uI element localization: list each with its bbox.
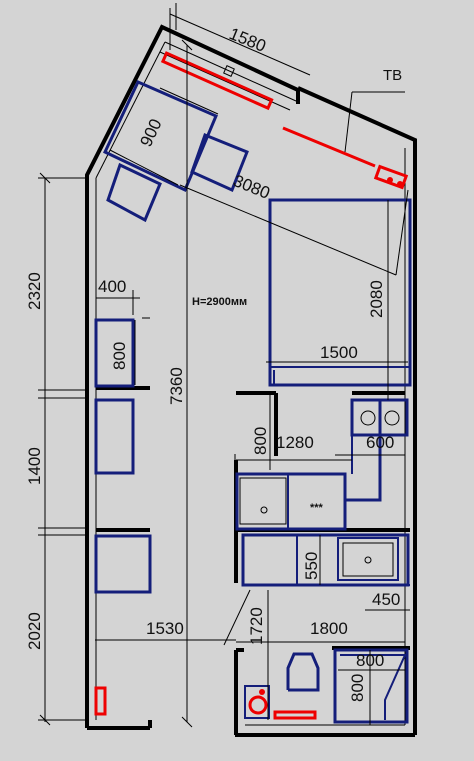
desk-set xyxy=(103,80,249,223)
dim-wardrobe-depth: 400 xyxy=(98,277,126,296)
dim-hall-width: 1530 xyxy=(146,619,184,638)
dim-diag: 3080 xyxy=(231,171,273,203)
dim-fridge: 600 xyxy=(366,433,394,452)
dim-shower-h: 800 xyxy=(348,674,367,702)
stars-note: *** xyxy=(310,502,324,514)
dim-sink-depth: 550 xyxy=(302,552,321,580)
ceiling-height-note: H=2900мм xyxy=(192,296,247,308)
tv-label: ТВ xyxy=(383,67,402,84)
dim-wardrobe-len: 800 xyxy=(110,342,129,370)
dim-kitchen-len: 1280 xyxy=(276,433,314,452)
dim-left-top: 2320 xyxy=(25,272,44,310)
dim-door-h: 1720 xyxy=(247,607,266,645)
dim-window: 1580 xyxy=(227,24,269,56)
dim-bed-length: 2080 xyxy=(367,280,386,318)
dim-bed-width: 1500 xyxy=(320,343,358,362)
wardrobes xyxy=(94,318,152,594)
dim-shower-w: 800 xyxy=(356,651,384,670)
dimension-lines xyxy=(38,3,410,728)
dim-sink-w: 450 xyxy=(372,590,400,609)
dim-left-bottom: 2020 xyxy=(25,612,44,650)
dim-kitchen-depth: 800 xyxy=(251,427,270,455)
dim-left-mid: 1400 xyxy=(25,447,44,485)
bed xyxy=(268,198,412,387)
dim-total-height: 7360 xyxy=(167,367,186,405)
kitchen xyxy=(235,398,409,531)
tv-unit xyxy=(94,51,409,716)
dim-desk: 900 xyxy=(136,116,165,150)
dim-bath-width: 1800 xyxy=(310,619,348,638)
bathroom xyxy=(241,533,410,724)
